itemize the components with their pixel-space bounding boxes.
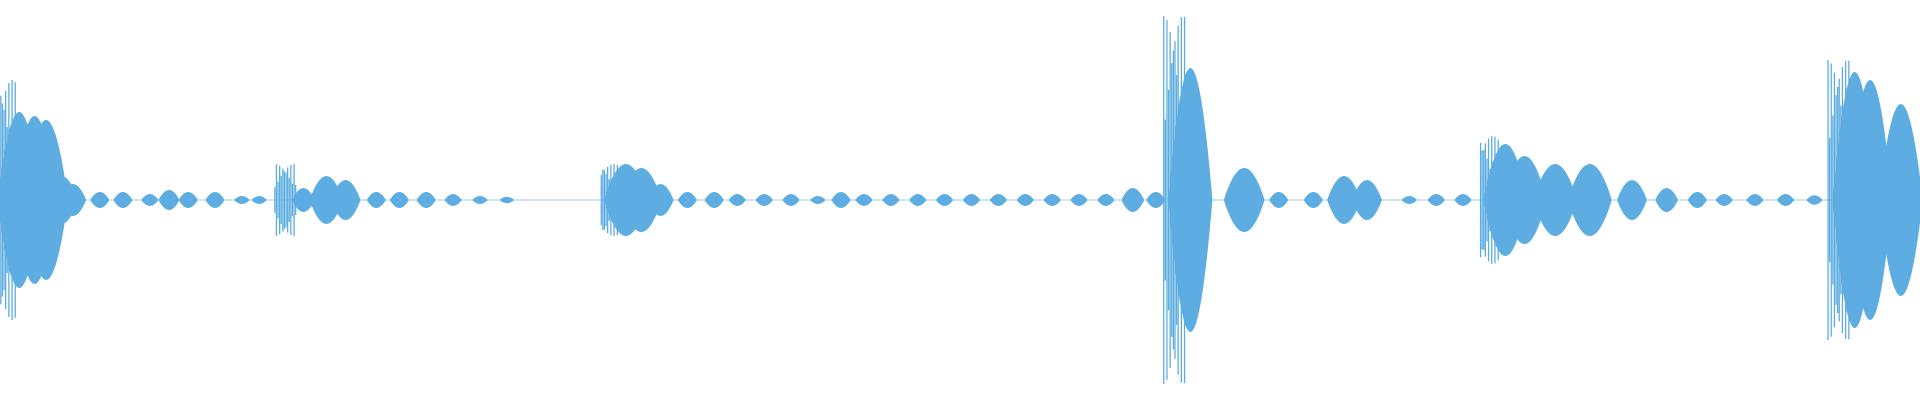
- waveform-pulse: [205, 192, 225, 208]
- waveform-pulse: [989, 194, 1008, 206]
- waveform-spike: [275, 164, 278, 236]
- waveform-pulse: [677, 192, 697, 208]
- waveform-pulse: [728, 194, 746, 206]
- waveform-pulse: [620, 168, 662, 232]
- waveform-pulse: [1715, 194, 1733, 206]
- waveform-spike: [288, 177, 290, 222]
- waveform-pulse: [1043, 194, 1061, 206]
- waveform-pulse: [1146, 192, 1166, 208]
- waveform-pulse: [1223, 168, 1265, 232]
- waveform-pulse: [1097, 194, 1115, 206]
- waveform-spike: [287, 167, 289, 233]
- waveform-pulse: [1269, 192, 1289, 208]
- waveform-pulse: [1502, 156, 1547, 244]
- waveform-pulse: [1016, 194, 1034, 206]
- waveform-pulse: [1806, 195, 1823, 205]
- waveform-pulse: [909, 194, 927, 206]
- waveform-spike: [602, 169, 604, 231]
- waveform-pulse: [647, 184, 674, 216]
- waveform-pulse: [755, 194, 773, 206]
- waveform-pulse: [1427, 194, 1445, 206]
- waveform-pulse: [251, 196, 267, 204]
- waveform-spike: [290, 165, 292, 236]
- waveform-pulse: [330, 180, 361, 220]
- waveform-pulse: [1303, 192, 1323, 208]
- waveform-pulse: [59, 184, 87, 216]
- waveform-pulse: [1617, 180, 1647, 220]
- waveform-pulse: [416, 192, 436, 208]
- waveform-pulse: [831, 192, 851, 208]
- waveform-spike: [283, 171, 286, 229]
- waveform-pulse: [141, 194, 159, 206]
- waveform-pulse: [158, 190, 180, 210]
- waveform-pulse: [90, 192, 110, 208]
- waveform-pulse: [1533, 164, 1578, 236]
- waveform-pulse: [704, 192, 724, 208]
- waveform-pulse: [1687, 192, 1707, 208]
- waveform-spike: [1830, 63, 1832, 337]
- waveform-spike: [1166, 20, 1168, 380]
- waveform-pulse: [292, 188, 315, 212]
- waveform-pulse: [1070, 194, 1088, 206]
- waveform-baseline: [0, 199, 1920, 201]
- waveform-pulse: [499, 196, 515, 204]
- waveform-pulse: [1567, 164, 1612, 236]
- waveform-pulse: [1327, 176, 1361, 224]
- waveform-spike: [282, 168, 284, 232]
- waveform-spike: [274, 187, 276, 213]
- waveform-pulse: [882, 194, 900, 206]
- waveform-pulse: [1168, 68, 1213, 332]
- waveform-pulse: [234, 196, 250, 204]
- waveform-pulse: [389, 192, 409, 208]
- waveform-pulse: [935, 194, 954, 206]
- waveform-spike: [1827, 60, 1829, 340]
- waveform-spike: [279, 165, 281, 235]
- waveform-spike: [1164, 119, 1166, 281]
- waveform-spike: [280, 176, 282, 224]
- waveform-pulse: [472, 196, 488, 204]
- waveform-pulse: [1776, 194, 1795, 206]
- waveform-spike: [285, 172, 287, 228]
- waveform-pulse: [810, 196, 826, 204]
- waveform-spike: [1829, 138, 1831, 262]
- waveform-pulse: [113, 192, 133, 208]
- waveform-pulse: [1878, 104, 1920, 296]
- waveform-spike: [1479, 142, 1482, 258]
- waveform-spike: [1481, 150, 1483, 250]
- waveform-pulse: [1848, 80, 1893, 320]
- waveform-pulse: [1454, 194, 1472, 206]
- waveform-spike: [277, 181, 279, 219]
- waveform-pulse: [444, 194, 462, 206]
- waveform-pulse: [309, 176, 344, 224]
- waveform-pulse: [366, 192, 386, 208]
- waveform-pulse: [1121, 188, 1145, 212]
- waveform-pulse: [1655, 188, 1678, 212]
- waveform-spike: [600, 174, 602, 226]
- waveform-pulse: [1401, 196, 1418, 204]
- waveform-pulse: [178, 192, 198, 208]
- waveform-spike: [1163, 16, 1165, 384]
- waveform-pulse: [962, 194, 981, 206]
- waveform-pulse: [782, 194, 800, 206]
- waveform-pulse: [1352, 180, 1382, 220]
- waveform-pulse: [855, 194, 873, 206]
- waveform-pulse: [1746, 194, 1764, 206]
